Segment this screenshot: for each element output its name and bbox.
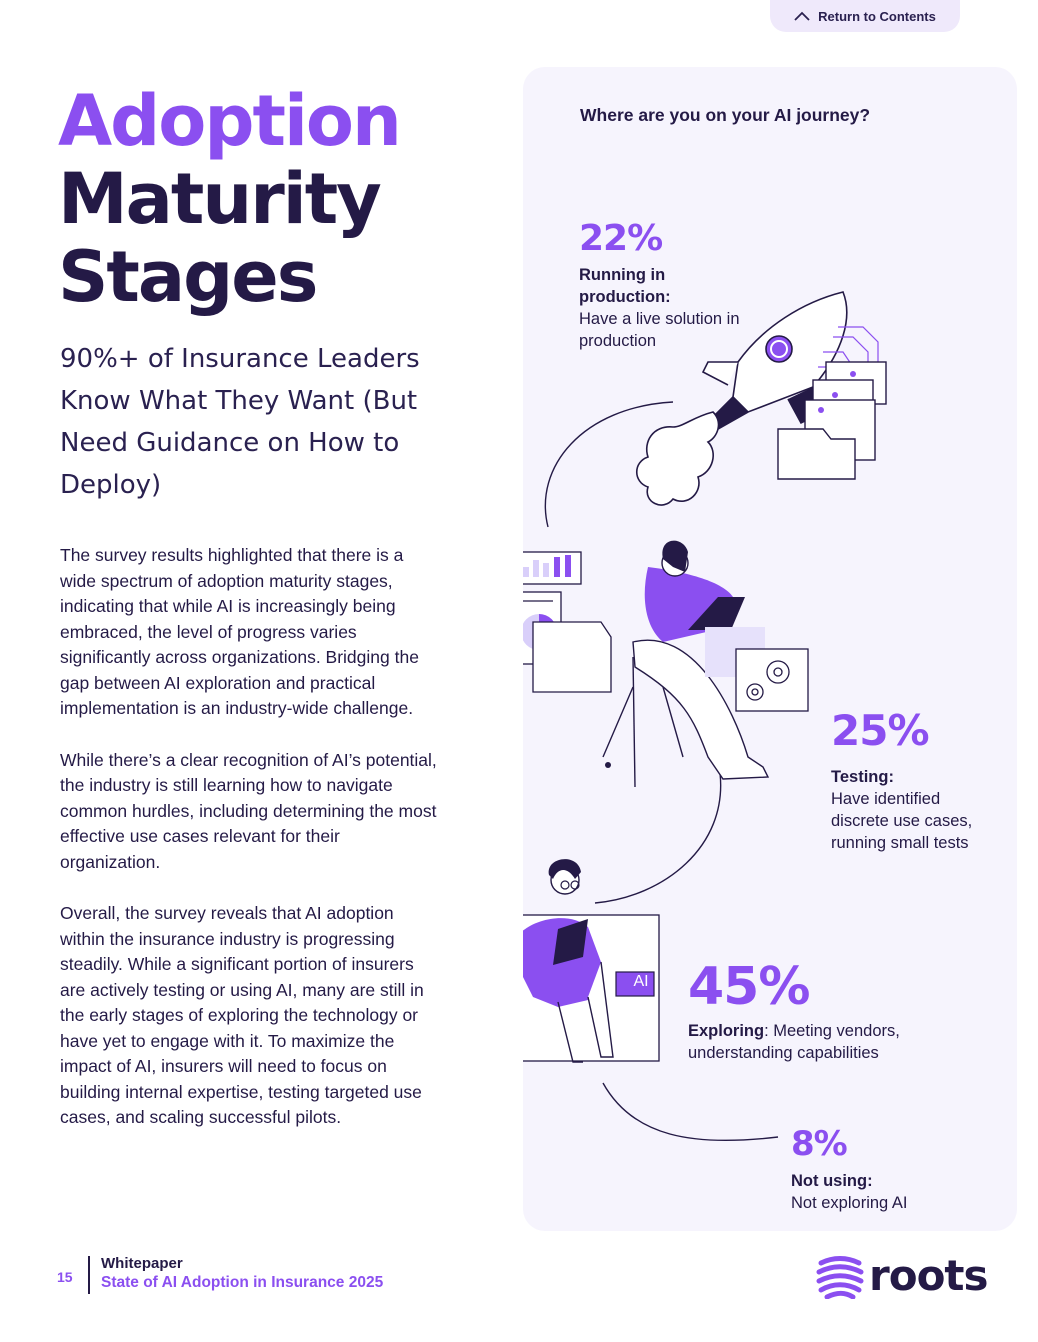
footer-divider: [88, 1256, 90, 1294]
page-number: 15: [57, 1269, 73, 1285]
stage-production-desc: Have a live solution in production: [579, 310, 740, 350]
journey-path-3: [602, 1082, 779, 1142]
stage-exploring-label: Exploring: [688, 1022, 765, 1040]
ai-badge-box: [615, 971, 655, 997]
stage-not-using-percent: 8%: [791, 1124, 848, 1164]
stage-not-using-label: Not using:: [791, 1172, 873, 1190]
title-line-3: Stages: [58, 236, 318, 318]
title-line-2: Maturity: [58, 158, 382, 240]
stage-testing-label: Testing:: [831, 768, 894, 786]
return-to-contents-label: Return to Contents: [818, 8, 936, 24]
panel-question: Where are you on your AI journey?: [580, 105, 871, 125]
chevron-up-icon: [794, 11, 810, 21]
folders-icon: [777, 361, 887, 480]
bar-chart-icon: [523, 551, 582, 585]
stage-production-percent: 22%: [579, 218, 663, 259]
pie-document-icon: [523, 591, 612, 693]
roots-logo: roots: [815, 1252, 988, 1300]
stage-exploring-desc: : Meeting vendors, understanding capabil…: [688, 1022, 900, 1062]
footer-doc-title: State of AI Adoption in Insurance 2025: [101, 1274, 384, 1291]
journey-illustration: [523, 291, 887, 1142]
ai-badge: AI: [633, 973, 649, 990]
journey-path-2: [594, 772, 722, 904]
roots-logo-text: roots: [869, 1251, 988, 1300]
page-title: Adoption Maturity Stages: [58, 80, 402, 318]
person-testing-illustration: [602, 540, 770, 788]
body-paragraph-1: The survey results highlighted that ther…: [60, 545, 419, 718]
stage-testing-desc: Have identified discrete use cases, runn…: [831, 790, 973, 852]
title-line-1: Adoption: [58, 80, 402, 162]
stage-testing-percent: 25%: [831, 706, 930, 755]
gears-icon: [735, 648, 809, 712]
stage-production-label: Running in production:: [579, 266, 671, 306]
body-paragraph-2: While there’s a clear recognition of AI’…: [60, 749, 437, 872]
body-text: The survey results highlighted that ther…: [60, 543, 440, 1157]
stage-production: 22% Running in production: Have a live s…: [579, 218, 754, 352]
stage-not-using: 8% Not using: Not exploring AI: [791, 1124, 941, 1214]
footer-doc-type: Whitepaper: [101, 1255, 183, 1272]
journey-path-1: [544, 401, 674, 528]
stage-not-using-desc: Not exploring AI: [791, 1194, 908, 1212]
body-paragraph-3: Overall, the survey reveals that AI adop…: [60, 903, 424, 1127]
roots-logo-mark-icon: [816, 1256, 864, 1299]
person-exploring-illustration: [523, 859, 660, 1063]
page-subtitle: 90%+ of Insurance Leaders Know What They…: [60, 344, 420, 500]
return-to-contents-button[interactable]: Return to Contents: [770, 0, 960, 32]
stage-exploring: 45% Exploring: Meeting vendors, understa…: [688, 956, 928, 1064]
stage-testing: 25% Testing: Have identified discrete us…: [831, 706, 991, 854]
stage-exploring-percent: 45%: [688, 957, 810, 1017]
